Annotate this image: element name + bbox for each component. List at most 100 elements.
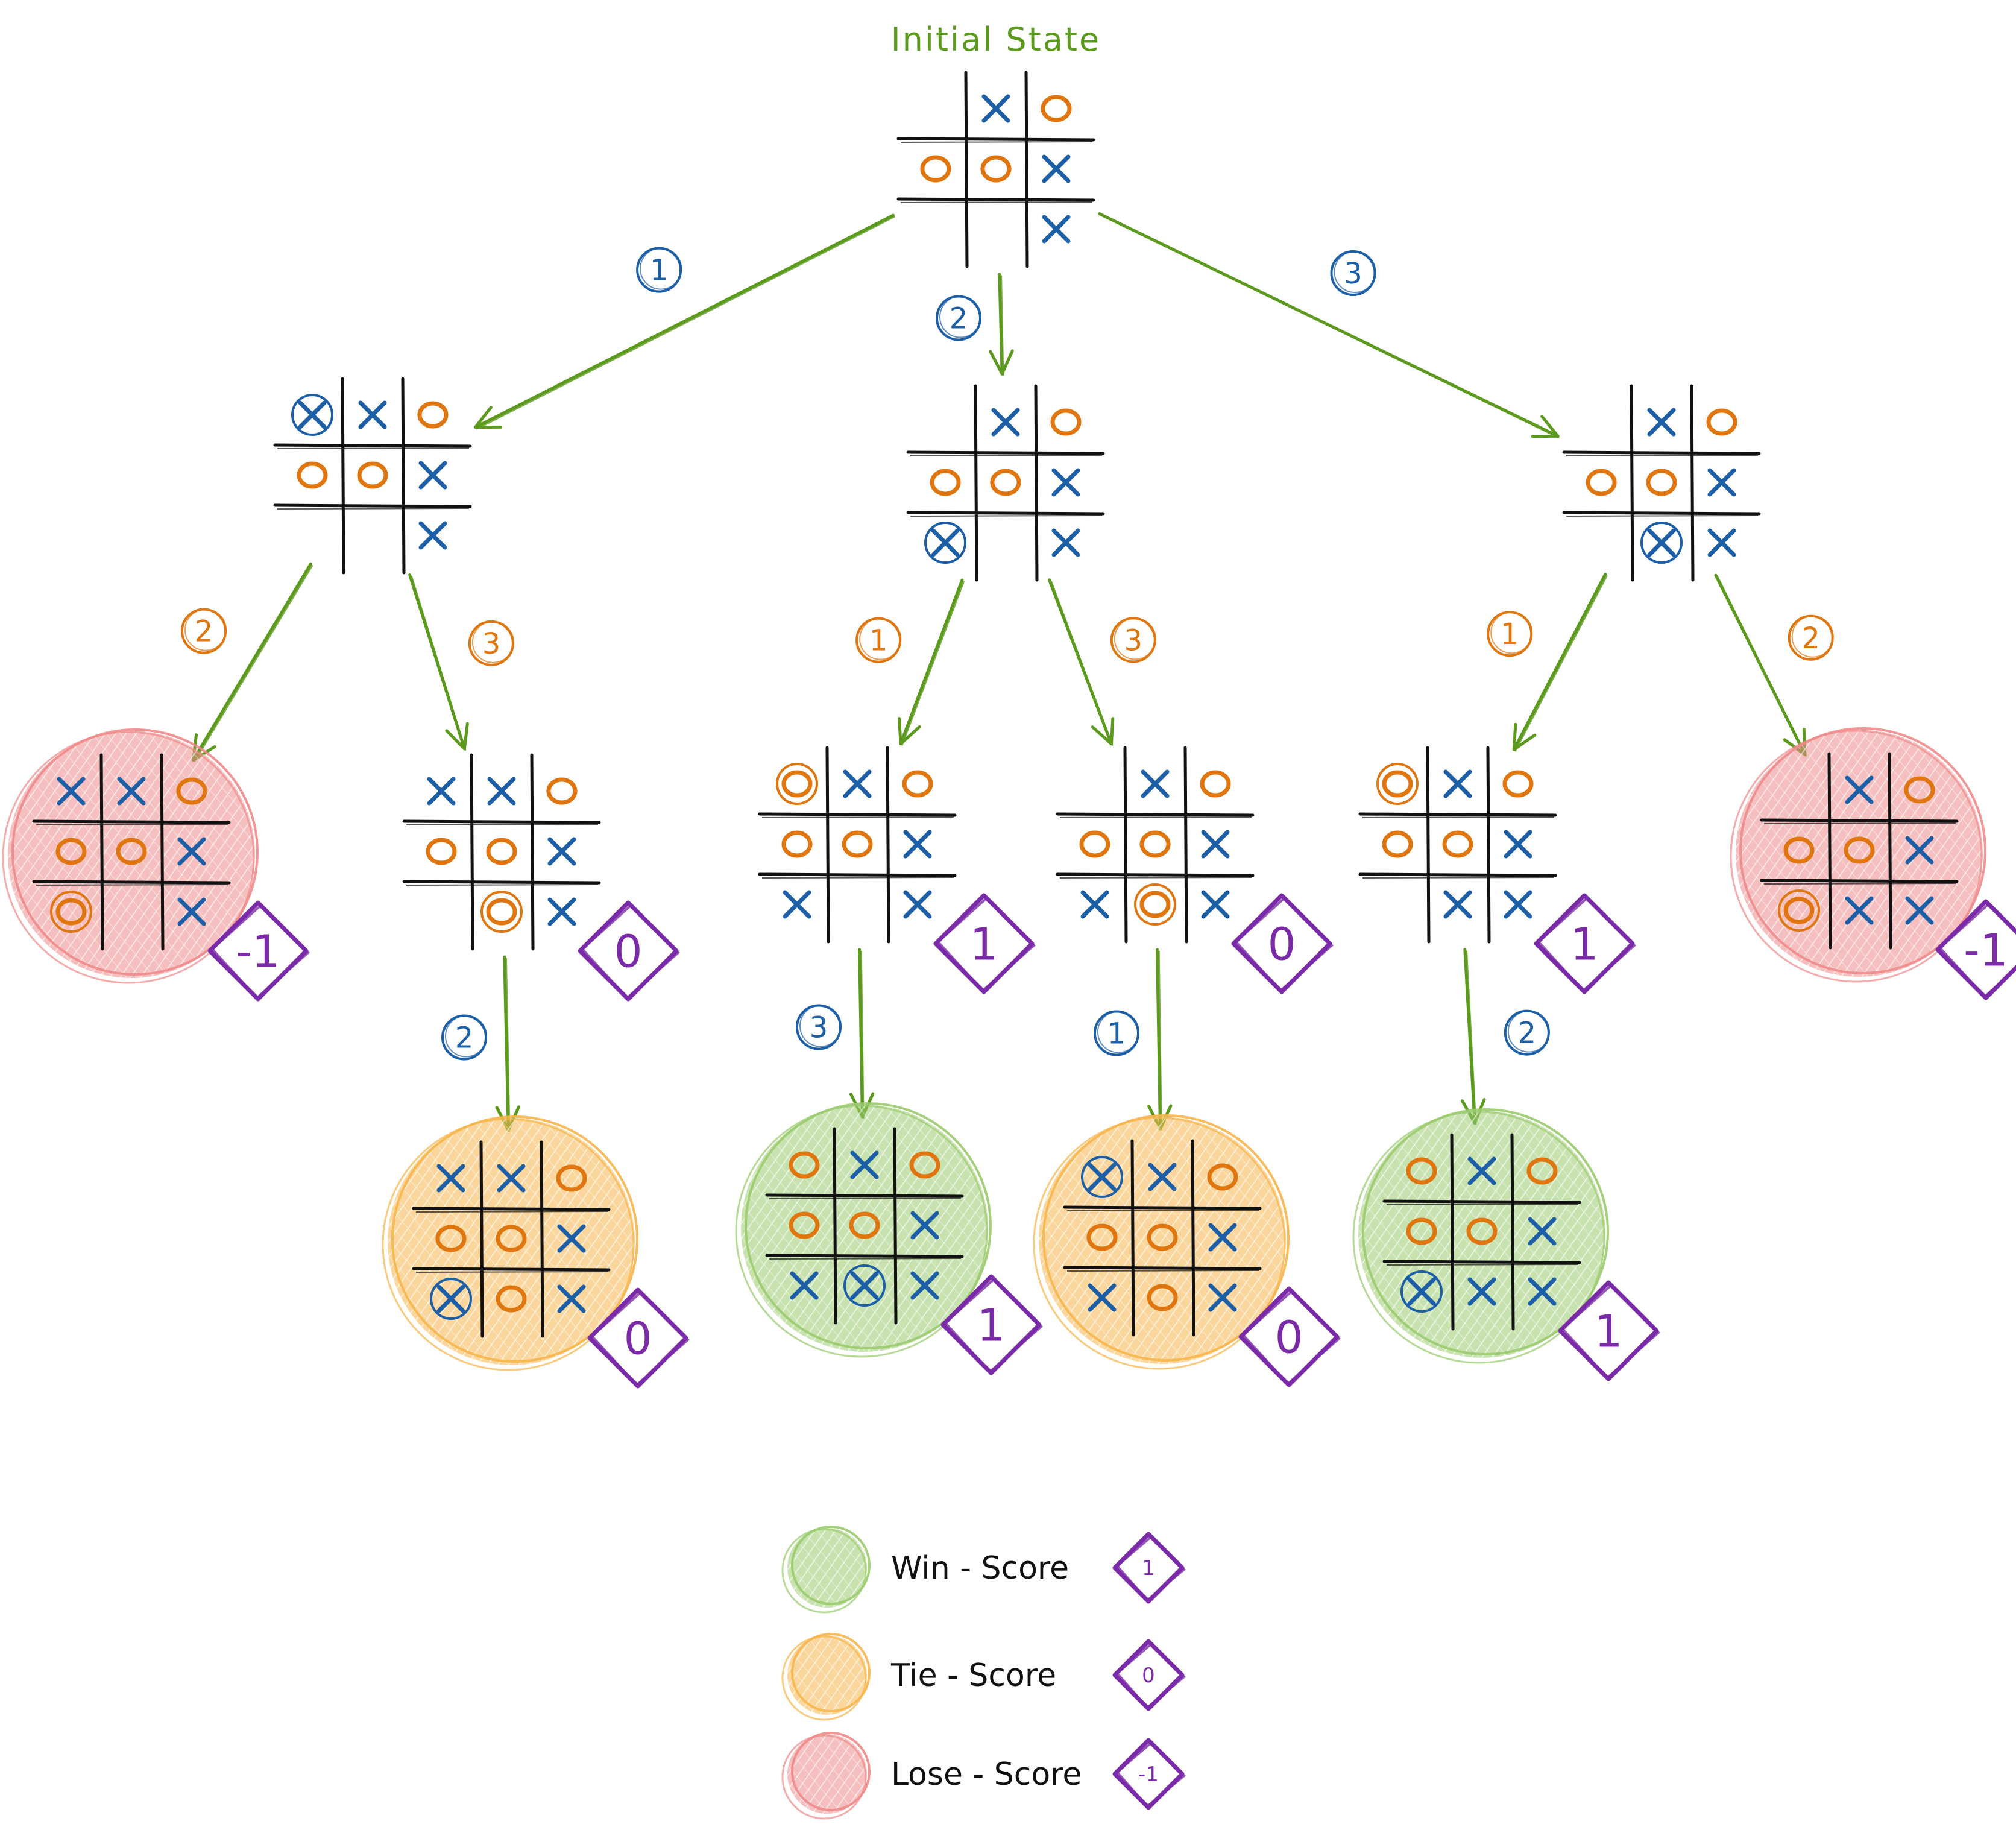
board-a <box>273 377 472 575</box>
edge-move-label: 3 <box>1330 250 1376 296</box>
tree-edge <box>495 955 521 1132</box>
outcome-win-blob <box>1352 1108 1609 1364</box>
board-c1a: 1 <box>1352 1108 1660 1381</box>
legend-score-badge: 1 <box>1112 1532 1186 1604</box>
score-value: 0 <box>1274 1312 1303 1364</box>
o-mark <box>1586 469 1617 496</box>
svg-text:1: 1 <box>869 624 888 658</box>
x-mark <box>1400 1270 1443 1313</box>
o-mark <box>1207 1163 1238 1191</box>
board-a2a: 0 <box>382 1115 690 1389</box>
edge-move-label: 2 <box>181 608 227 654</box>
board-grid <box>1358 746 1557 944</box>
o-mark <box>1406 1217 1437 1245</box>
o-mark <box>1406 1157 1437 1185</box>
score-badge: 0 <box>578 900 680 1002</box>
board-c2: -1 <box>1730 727 2016 1000</box>
svg-text:2: 2 <box>195 615 213 649</box>
tree-edge <box>192 562 313 763</box>
edge-move-label: 3 <box>796 1004 842 1050</box>
tree-edge <box>1048 578 1115 746</box>
svg-text:3: 3 <box>1344 257 1362 291</box>
x-mark <box>783 890 811 919</box>
x-mark <box>1042 154 1071 183</box>
x-mark <box>436 1164 465 1193</box>
outcome-win-blob <box>735 1102 992 1358</box>
o-mark <box>176 777 207 805</box>
x-mark <box>1443 769 1472 798</box>
o-mark <box>496 1225 527 1252</box>
x-mark <box>427 777 456 806</box>
x-mark <box>1051 468 1080 497</box>
board-grid <box>1562 384 1761 582</box>
svg-text:2: 2 <box>950 302 968 336</box>
board-grid <box>1760 752 1959 950</box>
x-mark <box>497 1164 526 1193</box>
edge-move-label: 1 <box>636 247 682 293</box>
o-mark <box>1147 1223 1178 1251</box>
legend-item-lose: Lose - Score-1 <box>781 1732 1186 1820</box>
svg-text:2: 2 <box>1518 1017 1537 1050</box>
o-mark <box>930 469 961 496</box>
o-mark <box>789 1151 820 1179</box>
board-a1: -1 <box>2 728 310 1002</box>
tree-edge <box>1098 212 1560 439</box>
o-mark <box>980 155 1012 183</box>
edge-move-label: 1 <box>1487 611 1533 657</box>
x-mark <box>910 1211 939 1240</box>
o-mark <box>435 1225 467 1252</box>
svg-text:3: 3 <box>810 1011 828 1045</box>
x-mark <box>557 1224 586 1253</box>
o-mark <box>1466 1217 1498 1245</box>
x-mark <box>177 897 206 926</box>
o-mark <box>776 763 818 805</box>
x-mark <box>1051 528 1080 557</box>
score-badge: -1 <box>1935 899 2016 1000</box>
o-mark <box>480 891 523 933</box>
legend-win-swatch <box>781 1526 871 1614</box>
x-mark <box>1443 890 1472 919</box>
x-mark <box>843 1264 886 1307</box>
score-badge: 0 <box>1231 893 1334 994</box>
svg-text:2: 2 <box>1801 622 1820 655</box>
board-b2a: 0 <box>1033 1114 1341 1387</box>
x-mark <box>117 777 146 806</box>
x-mark <box>843 769 872 798</box>
x-mark <box>430 1278 472 1320</box>
x-mark <box>903 830 932 859</box>
x-mark <box>358 400 387 429</box>
score-badge: 1 <box>1558 1280 1660 1381</box>
o-mark <box>417 401 449 429</box>
tree-edge <box>474 213 896 430</box>
x-mark <box>291 394 333 436</box>
o-mark <box>1778 889 1820 932</box>
x-mark <box>487 777 516 806</box>
edge-move-label: 2 <box>936 295 981 341</box>
x-mark <box>1467 1277 1496 1306</box>
x-mark <box>1088 1283 1117 1312</box>
board-c1: 1 <box>1358 746 1636 994</box>
o-mark <box>1134 883 1176 926</box>
board-grid <box>906 384 1105 582</box>
x-mark <box>1081 1156 1123 1198</box>
x-mark <box>1504 830 1532 859</box>
o-mark <box>1502 770 1534 798</box>
o-mark <box>909 1151 940 1179</box>
edge-move-label: 3 <box>468 620 514 666</box>
o-mark <box>849 1211 880 1239</box>
x-mark <box>1528 1277 1557 1306</box>
o-mark <box>1382 830 1413 858</box>
tree-edge <box>849 948 875 1119</box>
x-mark <box>1640 522 1683 564</box>
board-grid <box>1063 1139 1262 1337</box>
board-a2: 0 <box>402 753 680 1002</box>
x-mark <box>1201 830 1230 859</box>
board-grid <box>412 1140 611 1338</box>
diagram-title: Initial State <box>891 21 1101 58</box>
svg-text:1: 1 <box>1107 1017 1126 1051</box>
svg-text:1: 1 <box>650 254 669 288</box>
x-mark <box>1201 890 1230 919</box>
legend-lose-swatch <box>781 1732 871 1820</box>
edge-move-label: 1 <box>855 617 902 663</box>
